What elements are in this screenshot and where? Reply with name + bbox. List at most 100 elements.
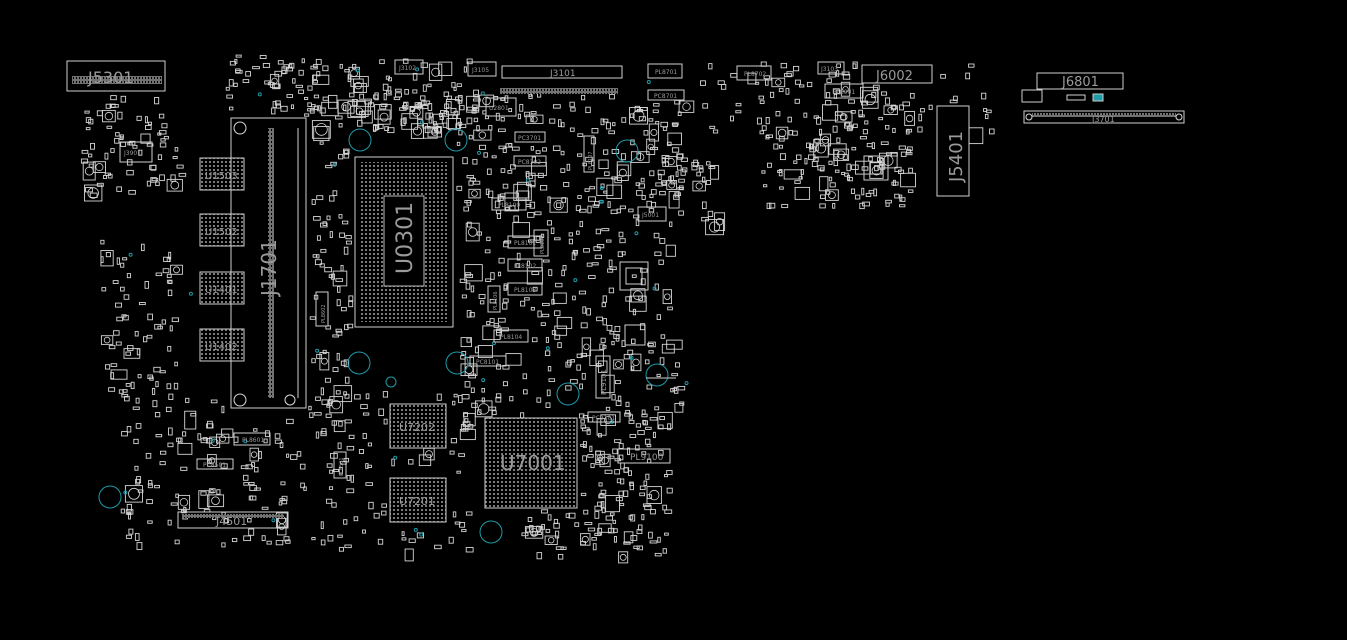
memory-u1503[interactable]: U1503 bbox=[199, 157, 245, 191]
smd-component bbox=[316, 353, 323, 359]
connector-j5001[interactable]: J5001 bbox=[637, 206, 667, 222]
cap-pc8501[interactable]: PC8501 bbox=[196, 458, 234, 470]
coil-pl8101[interactable]: PL8101 bbox=[507, 235, 543, 249]
smd-component bbox=[940, 74, 946, 79]
smd-component bbox=[470, 285, 475, 293]
smd-component bbox=[596, 244, 605, 249]
smd-component bbox=[182, 431, 187, 437]
smd-component bbox=[170, 264, 183, 275]
coil-pl8104[interactable]: PL8104 bbox=[493, 329, 529, 343]
smd-component bbox=[989, 128, 995, 135]
chip-u7202[interactable]: U7202 bbox=[389, 403, 447, 449]
smd-component bbox=[359, 93, 365, 100]
connector-j5401[interactable]: J5401 bbox=[936, 105, 970, 197]
smd-component bbox=[579, 383, 583, 390]
smd-component bbox=[598, 159, 609, 170]
smd-component bbox=[585, 106, 591, 114]
smd-component bbox=[245, 464, 253, 470]
coil-pl8702[interactable]: PL8702 bbox=[736, 65, 772, 81]
label-pl8602: PL8602 bbox=[321, 304, 327, 323]
smd-component bbox=[242, 79, 250, 83]
smd-component bbox=[463, 66, 467, 73]
label-pc8101: PC8101 bbox=[476, 359, 499, 366]
coil-pl8701[interactable]: PL8701 bbox=[647, 63, 683, 79]
cap-pc8701[interactable]: PC8701 bbox=[647, 89, 685, 101]
smd-component bbox=[761, 170, 766, 174]
smd-component bbox=[462, 157, 468, 165]
component-j3901[interactable]: J3901 bbox=[119, 141, 153, 163]
smd-pad bbox=[632, 358, 640, 366]
coil-pl8107[interactable]: PL8107 bbox=[583, 135, 595, 173]
smd-component bbox=[157, 154, 163, 160]
label-pl8501: PL8501 bbox=[339, 457, 345, 476]
connector-j3701[interactable]: J3701 bbox=[1023, 110, 1185, 124]
coil-pl8602[interactable]: PL8602 bbox=[315, 291, 329, 327]
connector-j1701[interactable]: J1701 bbox=[230, 117, 307, 409]
label-j4501: J4501 bbox=[215, 515, 247, 528]
connector-j3102[interactable]: J3102 bbox=[394, 59, 424, 75]
coil-pl8106[interactable]: PL8106 bbox=[487, 285, 501, 313]
connector-j3103[interactable]: J3103 bbox=[817, 61, 845, 75]
smd-component bbox=[165, 406, 172, 413]
smd-component bbox=[80, 158, 89, 164]
connector-j4501[interactable]: J4501 bbox=[177, 511, 289, 529]
cpu-u0301[interactable]: U0301 bbox=[354, 156, 454, 328]
smd-component bbox=[243, 535, 251, 542]
coil-pl8105[interactable]: PL8105 bbox=[533, 229, 549, 257]
memory-u1401[interactable]: U1401 bbox=[199, 271, 245, 305]
coil-pl9100[interactable]: PL9100 bbox=[617, 448, 671, 464]
smd-component bbox=[468, 134, 473, 140]
smd-component bbox=[648, 123, 659, 142]
smd-component bbox=[517, 113, 521, 120]
cap-pc8101[interactable]: PC8101 bbox=[469, 355, 507, 367]
smd-component bbox=[114, 137, 120, 144]
connector-j6002[interactable]: J6002 bbox=[861, 64, 933, 84]
smd-component bbox=[307, 102, 312, 107]
chip-u7001[interactable]: U7001 bbox=[484, 417, 578, 509]
smd-component bbox=[456, 185, 463, 191]
coil-pl8901[interactable]: PL8901 bbox=[824, 83, 864, 99]
smd-component bbox=[105, 252, 111, 258]
smd-component bbox=[453, 86, 457, 91]
smd-component bbox=[508, 108, 513, 113]
smd-component bbox=[630, 288, 646, 303]
smd-component bbox=[382, 391, 389, 398]
smd-component bbox=[877, 165, 886, 170]
smd-component bbox=[618, 231, 624, 238]
smd-component bbox=[497, 317, 506, 323]
smd-component bbox=[796, 154, 802, 160]
smd-component bbox=[342, 104, 347, 111]
coil-pl9101[interactable]: PL9101 bbox=[595, 355, 611, 399]
smd-component bbox=[664, 509, 673, 514]
smd-component bbox=[787, 116, 792, 123]
coil-pl8102[interactable]: PL8102 bbox=[507, 258, 543, 272]
smd-pad bbox=[619, 553, 627, 561]
memory-u1402[interactable]: U1402 bbox=[199, 328, 245, 362]
cap-pc9101[interactable]: PC9101 bbox=[587, 411, 621, 423]
cap-pc3701[interactable]: PC3701 bbox=[514, 131, 546, 143]
smd-component bbox=[635, 444, 640, 451]
smd-component bbox=[530, 115, 534, 123]
coil-pl8100[interactable]: PL8100 bbox=[491, 197, 527, 211]
smd-component bbox=[717, 80, 725, 85]
smd-component bbox=[571, 252, 576, 261]
connector-j5301[interactable]: J5301 bbox=[66, 60, 166, 92]
coil-pl8601[interactable]: PL8601 bbox=[233, 432, 271, 446]
smd-component bbox=[771, 77, 786, 88]
smd-component bbox=[604, 171, 610, 176]
smd-component bbox=[965, 72, 971, 80]
smd-component bbox=[138, 302, 146, 306]
memory-u1502[interactable]: U1502 bbox=[199, 213, 245, 247]
connector-j3105[interactable]: J3105 bbox=[467, 61, 497, 77]
smd-component bbox=[828, 176, 833, 182]
connector-j3101[interactable]: J3101 bbox=[500, 65, 623, 94]
cap-pc8302[interactable]: PC8302 bbox=[513, 155, 547, 167]
coil-pl8501[interactable]: PL8501 bbox=[333, 451, 347, 479]
smd-component bbox=[588, 196, 596, 202]
chip-u2801[interactable]: U2801 bbox=[485, 97, 517, 117]
connector-j6801[interactable]: J6801 bbox=[1021, 72, 1124, 103]
smd-component bbox=[460, 355, 466, 360]
chip-u7201[interactable]: U7201 bbox=[389, 477, 447, 523]
smd-component bbox=[502, 298, 509, 303]
coil-pl8103[interactable]: PL8103 bbox=[507, 282, 543, 296]
